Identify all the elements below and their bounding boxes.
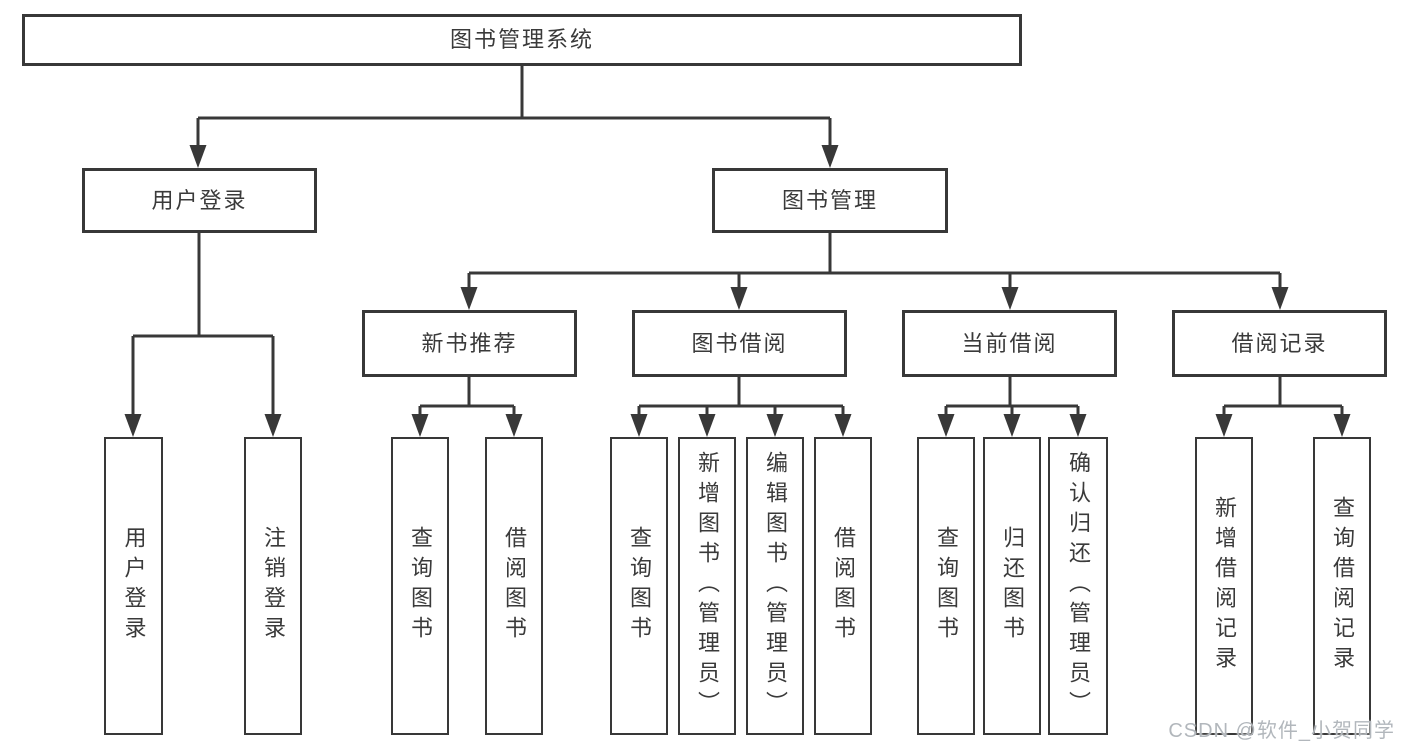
node-leaf-recommend-query-books: 查询图书	[391, 437, 449, 735]
node-leaf-current-query-books: 查询图书	[917, 437, 975, 735]
node-book-management-label: 图书管理	[781, 187, 878, 213]
node-leaf-return-books: 归还图书	[983, 437, 1041, 735]
node-leaf-recommend-borrow-books-label: 借阅图书	[502, 526, 527, 646]
connector-root-to-level2	[196, 66, 832, 150]
node-leaf-add-borrow-record: 新增借阅记录	[1195, 437, 1253, 735]
arrowhead-icon	[766, 414, 784, 437]
arrowhead-icon	[630, 414, 648, 437]
arrowhead-icon	[937, 414, 955, 437]
connector-user-login-split	[131, 233, 275, 420]
connector-records-split	[1222, 377, 1344, 420]
arrowhead-icon	[411, 414, 429, 437]
node-leaf-add-books-admin: 新增图书（管理员）	[678, 437, 736, 735]
node-user-login-label: 用户登录	[151, 187, 248, 213]
arrowhead-icon	[1001, 287, 1019, 310]
node-leaf-query-borrow-record-label: 查询借阅记录	[1330, 496, 1355, 676]
arrowhead-icon	[834, 414, 852, 437]
arrowhead-icon	[1271, 287, 1289, 310]
node-new-book-recommend: 新书推荐	[362, 310, 577, 377]
node-root: 图书管理系统	[22, 14, 1022, 66]
node-leaf-add-borrow-record-label: 新增借阅记录	[1212, 496, 1237, 676]
node-book-borrowing: 图书借阅	[632, 310, 847, 377]
node-current-borrowing: 当前借阅	[902, 310, 1117, 377]
arrowhead-icon	[189, 145, 207, 168]
node-borrowing-records: 借阅记录	[1172, 310, 1387, 377]
node-leaf-confirm-return-admin-label: 确认归还（管理员）	[1066, 451, 1091, 721]
node-leaf-return-books-label: 归还图书	[1000, 526, 1025, 646]
arrowhead-icon	[1003, 414, 1021, 437]
arrowhead-icon	[1215, 414, 1233, 437]
node-book-borrowing-label: 图书借阅	[691, 330, 788, 356]
node-root-label: 图书管理系统	[449, 27, 594, 52]
node-user-login: 用户登录	[82, 168, 317, 233]
arrowhead-icon	[821, 145, 839, 168]
node-borrowing-records-label: 借阅记录	[1231, 330, 1328, 356]
arrowhead-icon	[1069, 414, 1087, 437]
node-leaf-borrowing-borrow-books-label: 借阅图书	[831, 526, 856, 646]
node-new-book-recommend-label: 新书推荐	[421, 330, 518, 356]
arrowhead-icon	[460, 287, 478, 310]
node-leaf-logout-label: 注销登录	[261, 526, 286, 646]
arrowhead-icon	[730, 287, 748, 310]
arrowhead-icon	[124, 414, 142, 437]
node-leaf-add-books-admin-label: 新增图书（管理员）	[695, 451, 720, 721]
node-leaf-recommend-query-books-label: 查询图书	[408, 526, 433, 646]
connector-current-split	[944, 377, 1080, 420]
node-leaf-borrowing-query-books: 查询图书	[610, 437, 668, 735]
node-current-borrowing-label: 当前借阅	[961, 330, 1058, 356]
node-leaf-user-login-label: 用户登录	[121, 526, 147, 646]
connector-book-management-split	[467, 233, 1282, 292]
node-leaf-query-borrow-record: 查询借阅记录	[1313, 437, 1371, 735]
arrowhead-icon	[698, 414, 716, 437]
node-leaf-user-login: 用户登录	[104, 437, 163, 735]
arrowhead-icon	[505, 414, 523, 437]
node-book-management: 图书管理	[712, 168, 948, 233]
arrowheads-user-login	[124, 414, 282, 437]
connector-borrowing-split	[637, 377, 845, 420]
node-leaf-borrowing-query-books-label: 查询图书	[627, 526, 652, 646]
node-leaf-recommend-borrow-books: 借阅图书	[485, 437, 543, 735]
arrowheads-leaves	[411, 414, 1351, 437]
arrowhead-icon	[1333, 414, 1351, 437]
node-leaf-edit-books-admin-label: 编辑图书（管理员）	[763, 451, 788, 721]
node-leaf-current-query-books-label: 查询图书	[934, 526, 959, 646]
node-leaf-logout: 注销登录	[244, 437, 302, 735]
arrowhead-icon	[264, 414, 282, 437]
connector-recommend-split	[418, 377, 516, 420]
csdn-watermark: CSDN @软件_小贺同学	[1168, 720, 1395, 742]
arrowheads-level3	[460, 287, 1289, 310]
node-leaf-confirm-return-admin: 确认归还（管理员）	[1048, 437, 1108, 735]
node-leaf-edit-books-admin: 编辑图书（管理员）	[746, 437, 804, 735]
arrowheads-level2	[189, 145, 839, 168]
node-leaf-borrowing-borrow-books: 借阅图书	[814, 437, 872, 735]
